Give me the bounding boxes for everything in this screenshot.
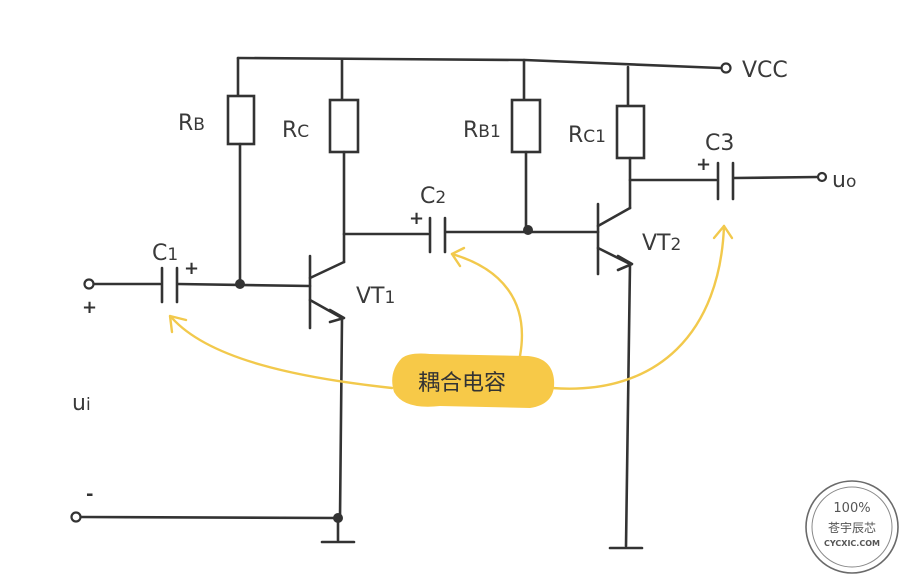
callout-arrows — [168, 224, 734, 390]
input-minus-sign: - — [86, 484, 93, 505]
uo-label: uo — [832, 168, 856, 193]
vcc-rail — [236, 56, 722, 97]
rc-label: RC — [282, 118, 309, 143]
resistor-rb — [226, 94, 256, 286]
junction-rb-base — [235, 279, 245, 289]
output-terminal — [816, 171, 828, 183]
watermark-stamp: 100% 苍宇辰芯 CYCXIC.COM — [805, 480, 899, 574]
resistor-rc1 — [615, 65, 646, 210]
junction-rb1-base — [523, 225, 533, 235]
ui-label: ui — [72, 391, 91, 416]
c2-label: C2 — [420, 184, 446, 209]
c1-label: C1 — [152, 241, 178, 266]
capacitor-c1 — [92, 266, 312, 304]
vt1-label: VT1 — [356, 284, 395, 309]
callout-bubble — [392, 353, 555, 408]
stamp-percent: 100% — [833, 501, 870, 516]
capacitor-c2 — [342, 216, 600, 254]
ground-wire — [79, 515, 340, 520]
input-minus-terminal — [70, 511, 82, 523]
ground-symbol-1 — [320, 516, 356, 544]
input-plus-sign: + — [82, 297, 97, 318]
c3-label: C3 — [705, 131, 734, 156]
stamp-site: CYCXIC.COM — [824, 539, 880, 548]
callout-text: 耦合电容 — [418, 371, 506, 396]
c1-plus-sign: + — [184, 258, 199, 279]
rb1-label: RB1 — [463, 118, 501, 143]
vcc-label: VCC — [742, 58, 788, 83]
stamp-name: 苍宇辰芯 — [828, 521, 876, 535]
c2-plus-sign: + — [409, 208, 424, 229]
vt2-label: VT2 — [642, 231, 681, 256]
input-plus-terminal — [83, 278, 95, 290]
transistor-vt1 — [308, 254, 346, 520]
rb-label: RB — [178, 111, 205, 136]
resistor-rc — [328, 58, 360, 264]
rc1-label: RC1 — [568, 123, 606, 148]
c3-plus-sign: + — [696, 154, 711, 175]
vcc-terminal — [720, 62, 732, 74]
resistor-rb1 — [510, 58, 542, 232]
transistor-vt2 — [596, 202, 634, 548]
capacitor-c3 — [628, 161, 820, 201]
